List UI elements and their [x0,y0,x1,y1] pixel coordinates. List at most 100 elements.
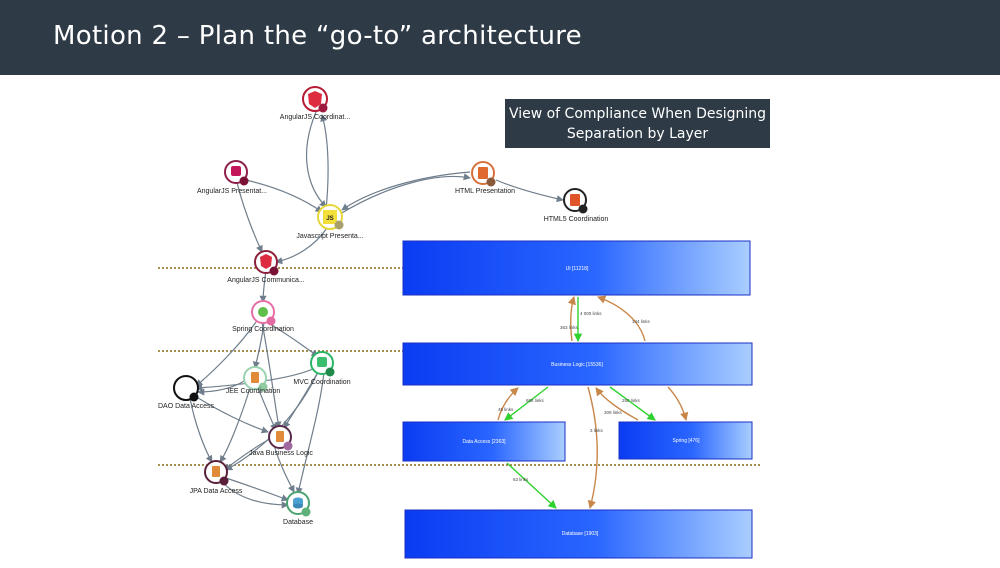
callout-line-1: View of Compliance When Designing [508,106,767,122]
link-green [506,462,557,509]
badge-icon [334,220,344,230]
badge-icon [301,507,311,517]
architecture-diagram: AngularJS Coordinat... AngularJS Present… [0,75,1000,563]
link-orange [567,295,576,342]
component-icon [231,166,241,176]
node-label: Java Business Logic [249,450,313,457]
spring-icon [258,307,268,317]
link-label: 45 links [498,407,514,412]
svg-text:JS: JS [326,216,333,222]
edge [273,444,295,493]
html-icon [478,167,488,179]
link-label: 250 links [622,398,641,403]
layer-label: Database [1903] [562,531,599,537]
node-label: HTML5 Coordination [544,216,609,223]
edge [341,171,471,211]
badge-icon [189,392,199,402]
edge [320,114,329,211]
link-orange [497,387,519,421]
edge [259,269,267,303]
layer-label: Business Logic [15536] [551,362,603,368]
callout-line-2: Separation by Layer [566,126,709,142]
node-label: Database [283,519,313,526]
node-dao-data-access[interactable]: DAO Data Access [158,375,215,410]
node-spring-coordination[interactable]: Spring Coordination [232,300,294,333]
component-icon [317,357,327,367]
badge-icon [219,476,229,486]
badge-icon [578,204,588,214]
node-label: DAO Data Access [158,403,215,410]
node-angularjs-communication[interactable]: AngularJS Communica... [227,250,305,284]
badge-icon [258,382,268,392]
node-jee-coordination[interactable]: JEE Coordination [226,366,281,395]
angular-icon [308,91,322,108]
link-label: 309 links [604,410,623,415]
node-label: JEE Coordination [226,388,281,395]
slide-title: Motion 2 – Plan the “go-to” architecture [53,21,582,51]
node-label: AngularJS Coordinat... [280,114,350,121]
link-label: 4 000 links [580,311,602,316]
node-javascript-presentation[interactable]: JS Javascript Presenta... [296,204,364,240]
link-label: 144 links [632,319,651,324]
link-label: 63 links [513,477,529,482]
edge [194,395,269,434]
layer-label: Spring [476] [673,438,701,444]
link-orange [587,386,598,510]
badge-icon [318,103,328,113]
html5-icon [570,194,580,206]
link-orange [597,295,646,342]
node-label: Javascript Presenta... [296,233,363,240]
node-label: JPA Data Access [190,488,243,495]
layer-business-logic[interactable]: Business Logic [15536] [402,342,753,386]
link-green [504,386,549,421]
badge-icon [266,316,276,326]
angular-icon [260,254,272,269]
edge [225,477,289,502]
edge [275,227,328,265]
edge [221,481,289,509]
layer-separators [158,267,760,466]
node-html5-coordination[interactable]: HTML5 Coordination [544,188,609,223]
edge [235,177,263,253]
link-label: 3 links [590,428,604,433]
node-label: Spring Coordination [232,326,294,333]
edge [197,379,247,396]
node-angularjs-coordination[interactable]: AngularJS Coordinat... [280,86,350,121]
edge [219,387,251,463]
badge-icon [269,266,279,276]
edge [339,173,471,215]
java-icon [251,372,259,383]
title-bar: Motion 2 – Plan the “go-to” architecture [0,0,1000,75]
java-icon [212,466,220,477]
edge [261,321,282,429]
node-jpa-data-access[interactable]: JPA Data Access [190,460,243,495]
layer-data-access[interactable]: Data Access [2363] [402,421,566,462]
javascript-icon [323,210,337,224]
link-label: 363 links [560,325,579,330]
layer-label: UI [11218] [566,266,589,272]
node-database[interactable]: Database [283,491,313,526]
java-icon [276,431,284,442]
node-label: MVC Coordination [293,379,350,386]
edge [495,179,564,203]
node-java-business-logic[interactable]: Java Business Logic [249,425,313,457]
edge [245,179,323,213]
layer-ui[interactable]: UI [11218] [402,240,751,296]
link-orange [595,387,639,421]
node-mvc-coordination[interactable]: MVC Coordination [293,351,351,386]
edge [306,111,327,208]
layer-links [497,295,689,510]
badge-icon [239,176,249,186]
node-angularjs-presentation[interactable]: AngularJS Presentat... [197,160,267,195]
layer-label: Data Access [2363] [462,439,506,445]
link-orange [667,386,689,422]
layer-database[interactable]: Database [1903] [404,509,753,559]
node-html-presentation[interactable]: HTML Presentation [455,161,515,195]
link-green [609,386,656,421]
edge [295,371,325,495]
badge-icon [486,177,496,187]
edge [195,321,257,387]
link-labels: 4 000 links 363 links 144 links 658 link… [498,311,651,482]
layer-spring[interactable]: Spring [476] [618,421,753,460]
compliance-callout: View of Compliance When Designing Separa… [505,99,770,148]
